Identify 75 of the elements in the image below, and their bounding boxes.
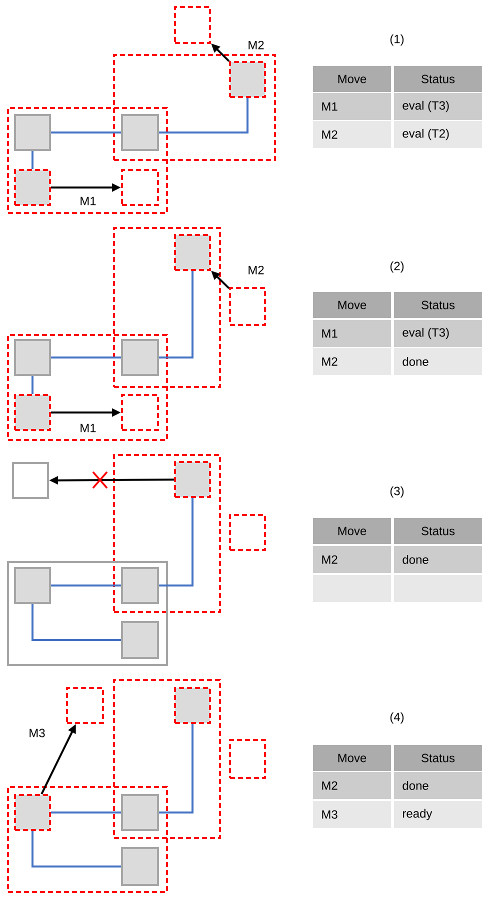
- table-cell: eval (T3): [394, 93, 482, 120]
- table-cell: eval (T3): [394, 320, 482, 347]
- empty-slot: [229, 739, 266, 779]
- table-header-cell: Status: [394, 518, 482, 544]
- connector-line: [32, 376, 34, 394]
- block: [14, 567, 51, 604]
- connector-line: [32, 151, 34, 169]
- panel-number: (2): [390, 261, 404, 273]
- table-header-cell: Move: [313, 745, 391, 771]
- empty-slot: [121, 394, 159, 431]
- table-cell: M2: [313, 772, 391, 799]
- table-cell: done: [394, 348, 482, 375]
- block: [14, 114, 51, 151]
- dashed-region: [7, 107, 168, 214]
- table-cell: M2: [313, 546, 391, 573]
- block: [121, 621, 159, 659]
- block: [14, 794, 51, 831]
- table-header-cell: Status: [394, 745, 482, 771]
- table-header-cell: Move: [313, 292, 391, 318]
- connector-line: [51, 584, 121, 586]
- connector-line: [32, 831, 121, 868]
- connector-line: [51, 356, 121, 358]
- block: [14, 169, 51, 206]
- block: [121, 847, 159, 886]
- table-cell: done: [394, 772, 482, 799]
- table-cell: M2: [313, 121, 391, 148]
- table-cell: M1: [313, 93, 391, 120]
- block: [12, 462, 49, 499]
- empty-slot: [174, 6, 211, 44]
- edge-label: M2: [248, 40, 264, 50]
- block: [121, 114, 159, 151]
- dashed-region: [113, 227, 221, 388]
- dashed-region: [113, 54, 276, 161]
- dashed-region: [7, 334, 168, 441]
- block: [174, 687, 211, 724]
- block: [174, 461, 211, 498]
- table-header-cell: Move: [313, 66, 391, 92]
- table-cell: M1: [313, 320, 391, 347]
- empty-slot: [66, 687, 104, 724]
- table-cell: M3: [313, 801, 391, 828]
- panel-number: (3): [390, 486, 404, 498]
- dashed-region: [113, 679, 221, 839]
- empty-slot: [229, 514, 266, 551]
- dashed-region: [7, 786, 168, 893]
- connector-line: [159, 498, 194, 586]
- block: [229, 61, 266, 98]
- connector-line: [159, 98, 248, 134]
- connector-line: [51, 812, 121, 814]
- block: [174, 234, 211, 271]
- empty-slot: [229, 287, 266, 326]
- table-cell: done: [394, 546, 482, 573]
- connector-line: [159, 724, 194, 814]
- edge-label: M3: [30, 728, 45, 738]
- block: [14, 339, 51, 376]
- edge-label: M1: [80, 196, 96, 206]
- table-header-cell: Status: [394, 292, 482, 318]
- connector-line: [32, 604, 121, 641]
- table-header-cell: Move: [313, 518, 391, 544]
- table-cell: M2: [313, 348, 391, 375]
- panel-number: (1): [390, 34, 404, 46]
- block: [121, 339, 159, 376]
- connector-line: [159, 271, 194, 358]
- block: [14, 394, 51, 431]
- empty-slot: [121, 169, 159, 206]
- connector-line: [51, 132, 121, 134]
- panel-number: (4): [390, 712, 404, 724]
- edge-label: M2: [248, 266, 264, 274]
- table-header-cell: Status: [394, 66, 482, 92]
- block: [121, 567, 159, 604]
- table-cell: eval (T2): [394, 121, 482, 148]
- region-frame: [7, 561, 168, 666]
- block: [121, 794, 159, 831]
- edge-label: M1: [80, 424, 96, 432]
- table-cell: ready: [394, 801, 482, 828]
- dashed-region: [113, 454, 221, 613]
